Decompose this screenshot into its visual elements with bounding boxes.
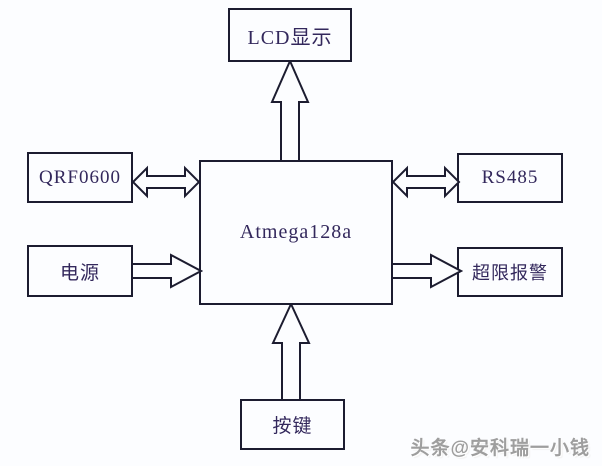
double-arrow-mcu-rs485-icon bbox=[391, 165, 461, 199]
double-arrow-qrf0600-mcu-icon bbox=[131, 165, 201, 199]
block-lcd-display: LCD显示 bbox=[228, 8, 352, 62]
arrow-mcu-to-lcd-icon bbox=[270, 60, 310, 162]
block-power-supply: 电源 bbox=[27, 245, 133, 297]
block-keypad-label: 按键 bbox=[272, 416, 313, 437]
block-qrf0600: QRF0600 bbox=[27, 152, 133, 203]
block-lcd-display-label: LCD显示 bbox=[247, 26, 333, 49]
arrow-keypad-to-mcu-icon bbox=[271, 303, 311, 401]
block-atmega128a-mcu-label: Atmega128a bbox=[239, 221, 353, 243]
block-atmega128a-mcu: Atmega128a bbox=[199, 160, 393, 305]
arrow-power-to-mcu-icon bbox=[131, 253, 203, 289]
block-power-supply-label: 电源 bbox=[59, 262, 100, 284]
block-qrf0600-label: QRF0600 bbox=[39, 166, 121, 188]
block-rs485: RS485 bbox=[457, 153, 563, 203]
block-overlimit-alarm: 超限报警 bbox=[457, 247, 563, 297]
watermark-text: 头条@安科瑞一小钱 bbox=[410, 438, 590, 459]
block-overlimit-alarm-label: 超限报警 bbox=[472, 263, 548, 283]
arrow-mcu-to-alarm-icon bbox=[391, 253, 463, 289]
block-rs485-label: RS485 bbox=[481, 167, 539, 188]
block-keypad: 按键 bbox=[240, 399, 345, 450]
